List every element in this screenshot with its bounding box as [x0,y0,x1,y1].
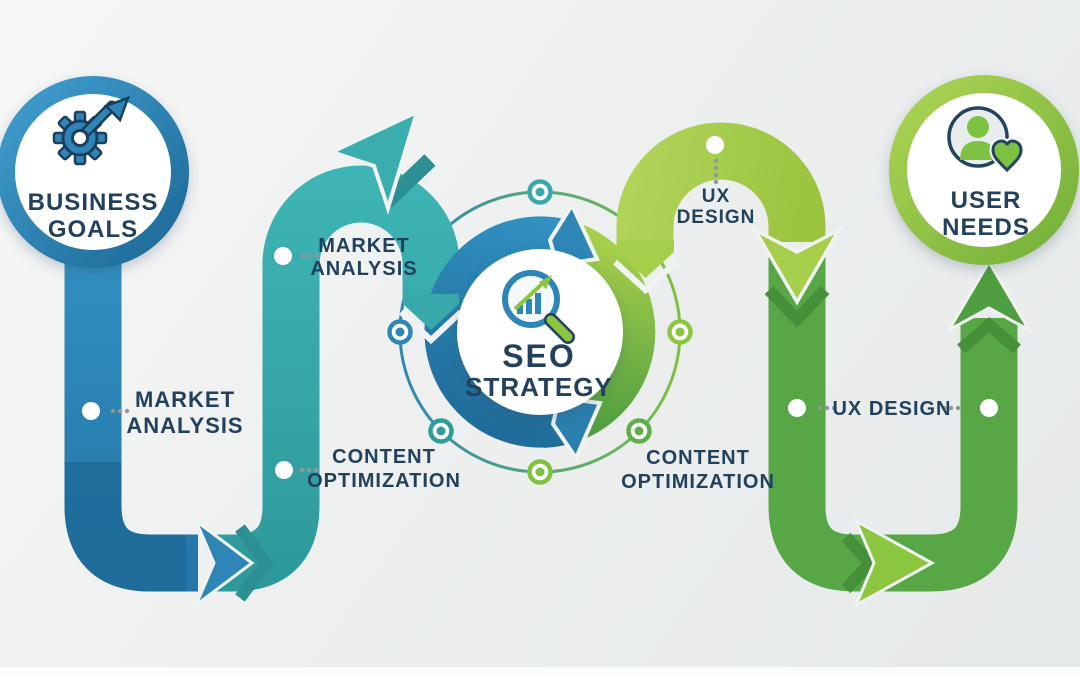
dotted-connectors [110,158,961,473]
green-pipe-up [862,318,1018,592]
green-shadow-chevron-right [957,317,1021,354]
bottom-strip [0,667,1080,675]
green-shadow-chevron-bottom [841,532,879,594]
marker-dot-teal-lower [275,461,293,479]
dots-content-left [299,467,319,473]
content-optimization-right-line1: CONTENT [646,447,750,469]
teal-pipe [212,165,460,592]
junction-gap-green-leg [612,259,679,295]
seo-strategy-circle [457,249,623,415]
content-optimization-left-line1: CONTENT [332,446,436,468]
marker-dot-green-down [788,399,806,417]
business-goals-label-line1: BUSINESS [28,189,159,216]
orbit-ring-nodes [387,179,693,485]
user-needs-label-line2: NEEDS [942,214,1030,241]
magnifier-chart-icon [502,270,575,344]
dots-ux-right-a [817,405,837,411]
light-green-arrowhead-down [750,225,844,306]
content-optimization-left-line2: OPTIMIZATION [307,470,461,492]
user-needs-node: USER NEEDS [889,75,1079,265]
dots-ux-top [713,158,719,185]
business-goals-node: BUSINESS GOALS [0,76,189,268]
junction-gap-teal-leg [398,309,464,345]
teal-leg-chevron-end [403,294,459,330]
cycle-band-blue-bottom [424,295,573,448]
user-needs-circle [907,93,1061,247]
light-green-leg-chevron-end [617,240,674,278]
market-analysis-top-line1: MARKET [318,235,410,257]
blue-pipe-dark-elbow [64,462,186,592]
seo-strategy-node: SEO STRATEGY [457,249,623,415]
ux-design-right-label: UX DESIGN [832,398,951,420]
blue-arrowhead-right [192,516,255,610]
marker-dot-blue-pipe [82,402,100,420]
business-goals-label-line2: GOALS [48,216,138,243]
ring-node-lower-right [626,418,652,444]
ring-node-right [667,319,693,345]
stage-labels: MARKET ANALYSIS MARKET ANALYSIS UX DESIG… [126,186,951,493]
cycle-band-blue-top [430,216,568,312]
dots-market-top [300,253,320,259]
teal-arrowhead-northeast [326,108,421,215]
user-needs-label-line1: USER [951,187,1022,214]
ring-node-top [527,179,553,205]
content-optimization-right-line2: OPTIMIZATION [621,471,775,493]
market-analysis-left-line1: MARKET [135,387,235,412]
market-analysis-left-line2: ANALYSIS [126,413,243,438]
green-pipe-down [768,252,870,592]
ring-node-left [387,319,413,345]
marker-dot-arch-apex [706,136,724,154]
market-analysis-top-line2: ANALYSIS [310,258,417,280]
ux-design-top-line1: UX [702,186,730,207]
dots-market-left [110,408,130,414]
teal-shadow-chevron [235,524,274,602]
green-shadow-chevron-top [764,285,830,328]
ring-node-lower-left [428,418,454,444]
ring-node-bottom [527,459,553,485]
green-arrowhead-right [852,517,936,609]
gear-arrow-icon [52,95,131,166]
ux-design-top-line2: DESIGN [677,207,756,228]
seo-strategy-label-line2: STRATEGY [465,372,613,402]
pipe-marker-dots [82,136,998,479]
marker-dot-green-up [980,399,998,417]
green-arrowhead-up [944,259,1034,334]
marker-dot-teal-upper [274,247,292,265]
person-heart-icon [947,106,1025,175]
dots-ux-right-b [941,405,961,411]
seo-strategy-label-line1: SEO [502,338,576,374]
